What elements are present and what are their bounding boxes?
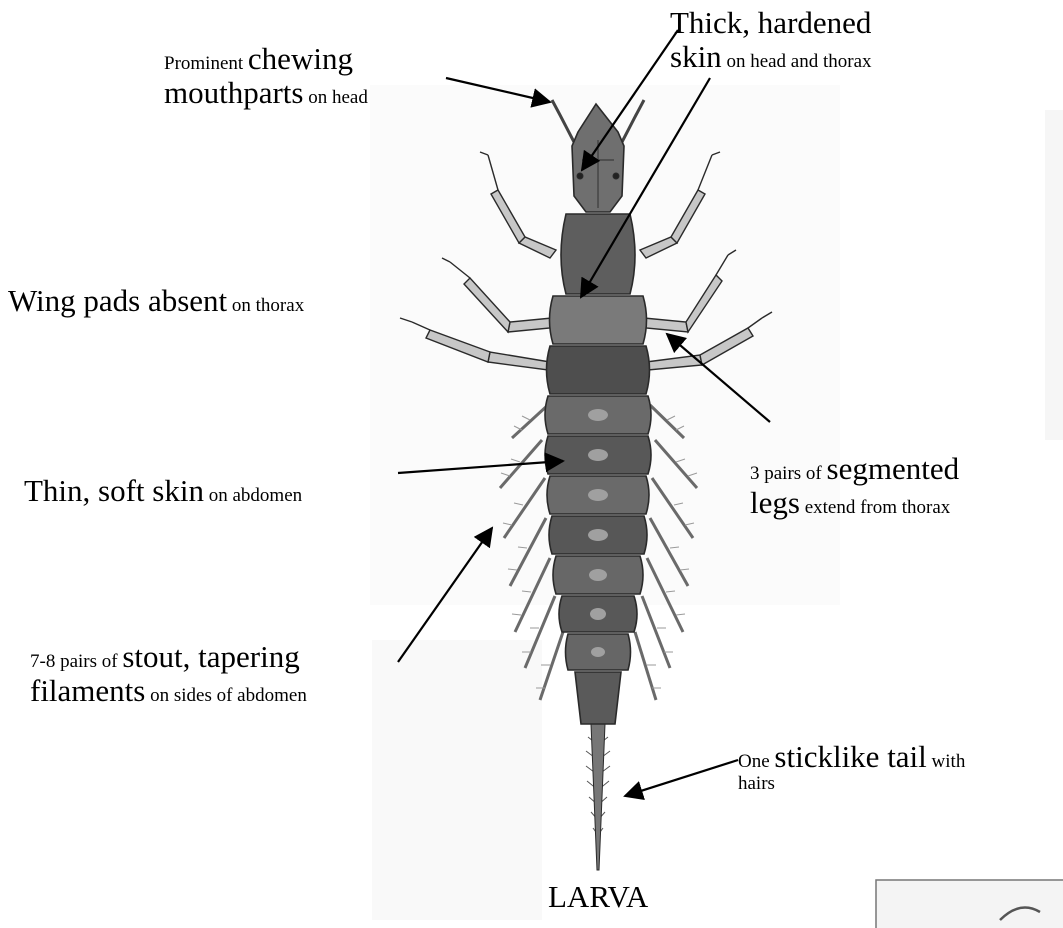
label-hardened-skin-keyword-2: skin — [670, 39, 722, 74]
label-filaments-keyword-2: filaments — [30, 673, 145, 708]
label-mouthparts-suffix: on head — [304, 87, 368, 108]
eye-spot — [613, 173, 619, 179]
label-wing-pads: Wing pads absent on thorax — [8, 284, 304, 318]
scan-background-patch — [372, 640, 542, 920]
label-tail-prefix: One — [738, 751, 774, 772]
abdomen-segments — [545, 396, 651, 724]
label-wing-pads-keyword: Wing pads absent — [8, 283, 227, 318]
label-filaments-prefix: 7-8 pairs of — [30, 651, 122, 672]
label-filaments-suffix: on sides of abdomen — [145, 685, 306, 706]
label-mouthparts: Prominent chewing mouthparts on head — [164, 42, 368, 110]
label-tail-suffix-2: hairs — [738, 773, 775, 794]
label-tail: One sticklike tail with hairs — [738, 740, 965, 795]
label-soft-skin: Thin, soft skin on abdomen — [24, 474, 302, 508]
mesothorax — [550, 296, 647, 344]
label-filaments: 7-8 pairs of stout, tapering filaments o… — [30, 640, 307, 708]
arrow-tail — [625, 760, 738, 796]
corner-inset-frame — [876, 880, 1063, 928]
metathorax — [547, 346, 650, 394]
label-tail-keyword: sticklike tail — [774, 739, 926, 774]
label-soft-skin-suffix: on abdomen — [204, 485, 302, 506]
label-legs-suffix: extend from thorax — [800, 497, 950, 518]
label-legs-keyword: segmented — [827, 451, 960, 486]
label-mouthparts-prefix: Prominent — [164, 53, 248, 74]
label-legs-keyword-2: legs — [750, 485, 800, 520]
label-hardened-skin-keyword: Thick, hardened — [670, 5, 871, 40]
label-mouthparts-keyword: chewing — [248, 41, 353, 76]
label-hardened-skin-suffix: on head and thorax — [722, 51, 872, 72]
label-legs: 3 pairs of segmented legs extend from th… — [750, 452, 959, 520]
label-wing-pads-suffix: on thorax — [227, 295, 304, 316]
caption-larva: LARVA — [548, 880, 648, 914]
scan-background-patch — [1045, 110, 1063, 440]
sticklike-tail — [591, 724, 605, 870]
label-legs-prefix: 3 pairs of — [750, 463, 827, 484]
eye-spot — [577, 173, 583, 179]
label-tail-suffix: with — [927, 751, 966, 772]
label-hardened-skin: Thick, hardened skin on head and thorax — [670, 6, 872, 74]
label-mouthparts-keyword-2: mouthparts — [164, 75, 304, 110]
label-soft-skin-keyword: Thin, soft skin — [24, 473, 204, 508]
label-filaments-keyword: stout, tapering — [122, 639, 299, 674]
